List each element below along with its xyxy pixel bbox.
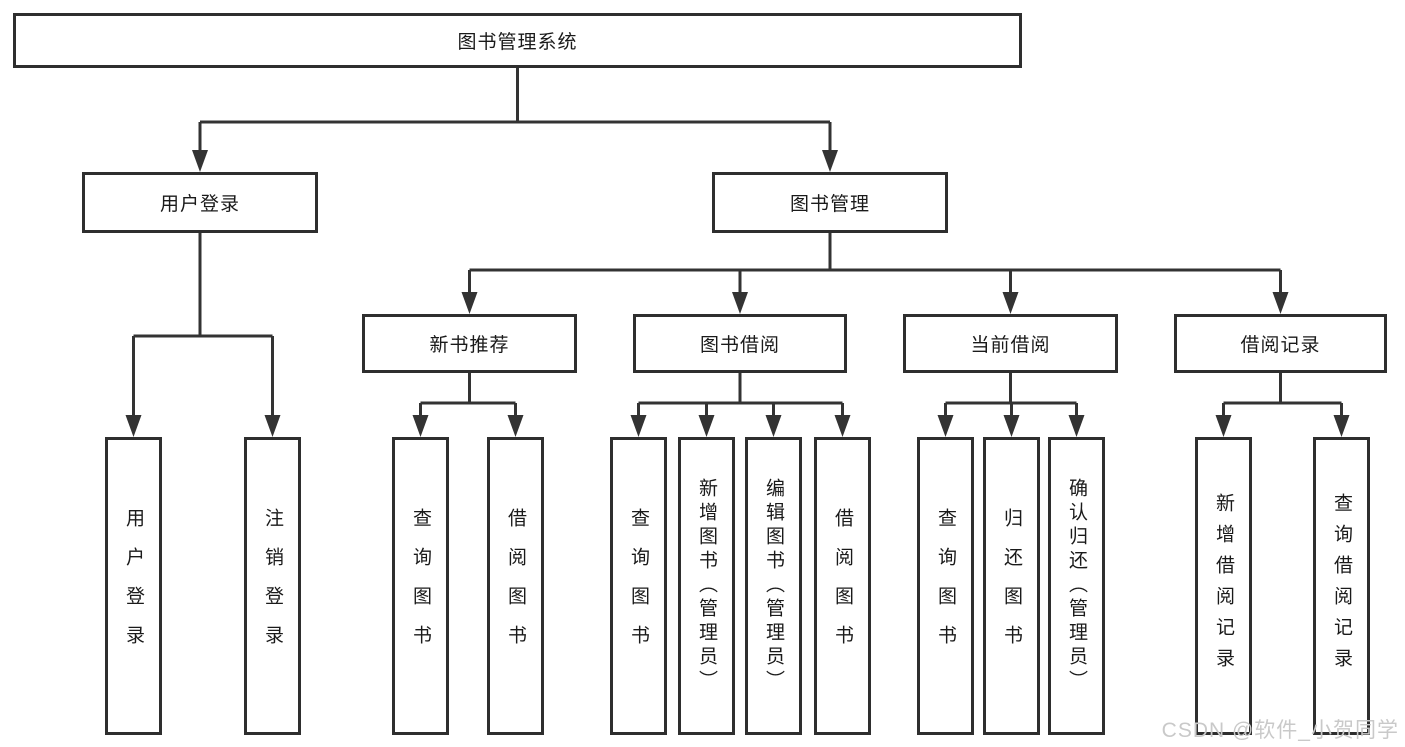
csdn-watermark: CSDN @软件_小贺同学 — [1161, 719, 1399, 742]
leaf-user-login: 用户登录 — [105, 437, 162, 735]
node-label: 图书管理系统 — [457, 32, 578, 53]
leaf-confirm-return-admin: 确认归还（管理员） — [1048, 437, 1105, 735]
leaf-query-borrowing-record: 查询借阅记录 — [1313, 437, 1370, 735]
node-label: 查询借阅记录 — [1331, 493, 1352, 679]
node-label: 查询图书 — [935, 508, 956, 664]
leaf-query-books-recommendation: 查询图书 — [392, 437, 449, 735]
node-new-book-recommendation: 新书推荐 — [362, 314, 577, 373]
node-label: 借阅图书 — [505, 508, 526, 664]
leaf-return-books: 归还图书 — [983, 437, 1040, 735]
node-user-login-branch: 用户登录 — [82, 172, 318, 233]
leaf-edit-books-admin: 编辑图书（管理员） — [745, 437, 802, 735]
node-label: 图书借阅 — [699, 335, 780, 356]
node-label: 查询图书 — [628, 508, 649, 664]
node-label: 新增借阅记录 — [1213, 493, 1234, 679]
node-book-management-branch: 图书管理 — [712, 172, 948, 233]
leaf-logout: 注销登录 — [244, 437, 301, 735]
node-library-management-system: 图书管理系统 — [13, 13, 1022, 68]
leaf-borrow-books-recommendation: 借阅图书 — [487, 437, 544, 735]
node-borrowing-records: 借阅记录 — [1174, 314, 1387, 373]
node-label: 新书推荐 — [429, 335, 510, 356]
node-label: 借阅记录 — [1240, 335, 1321, 356]
node-label: 当前借阅 — [970, 335, 1051, 356]
node-label: 借阅图书 — [832, 508, 853, 664]
node-book-borrowing: 图书借阅 — [633, 314, 847, 373]
node-label: 确认归还（管理员） — [1066, 478, 1087, 694]
node-current-borrowing: 当前借阅 — [903, 314, 1118, 373]
node-label: 用户登录 — [123, 508, 144, 664]
node-label: 编辑图书（管理员） — [763, 478, 784, 694]
node-label: 用户登录 — [159, 194, 240, 215]
leaf-add-books-admin: 新增图书（管理员） — [678, 437, 735, 735]
node-label: 注销登录 — [262, 508, 283, 664]
node-label: 查询图书 — [410, 508, 431, 664]
leaf-query-books-borrowing: 查询图书 — [610, 437, 667, 735]
node-label: 图书管理 — [789, 194, 870, 215]
leaf-query-books-current: 查询图书 — [917, 437, 974, 735]
leaf-add-borrowing-record: 新增借阅记录 — [1195, 437, 1252, 735]
leaf-borrow-books: 借阅图书 — [814, 437, 871, 735]
node-label: 归还图书 — [1001, 508, 1022, 664]
node-label: 新增图书（管理员） — [696, 478, 717, 694]
